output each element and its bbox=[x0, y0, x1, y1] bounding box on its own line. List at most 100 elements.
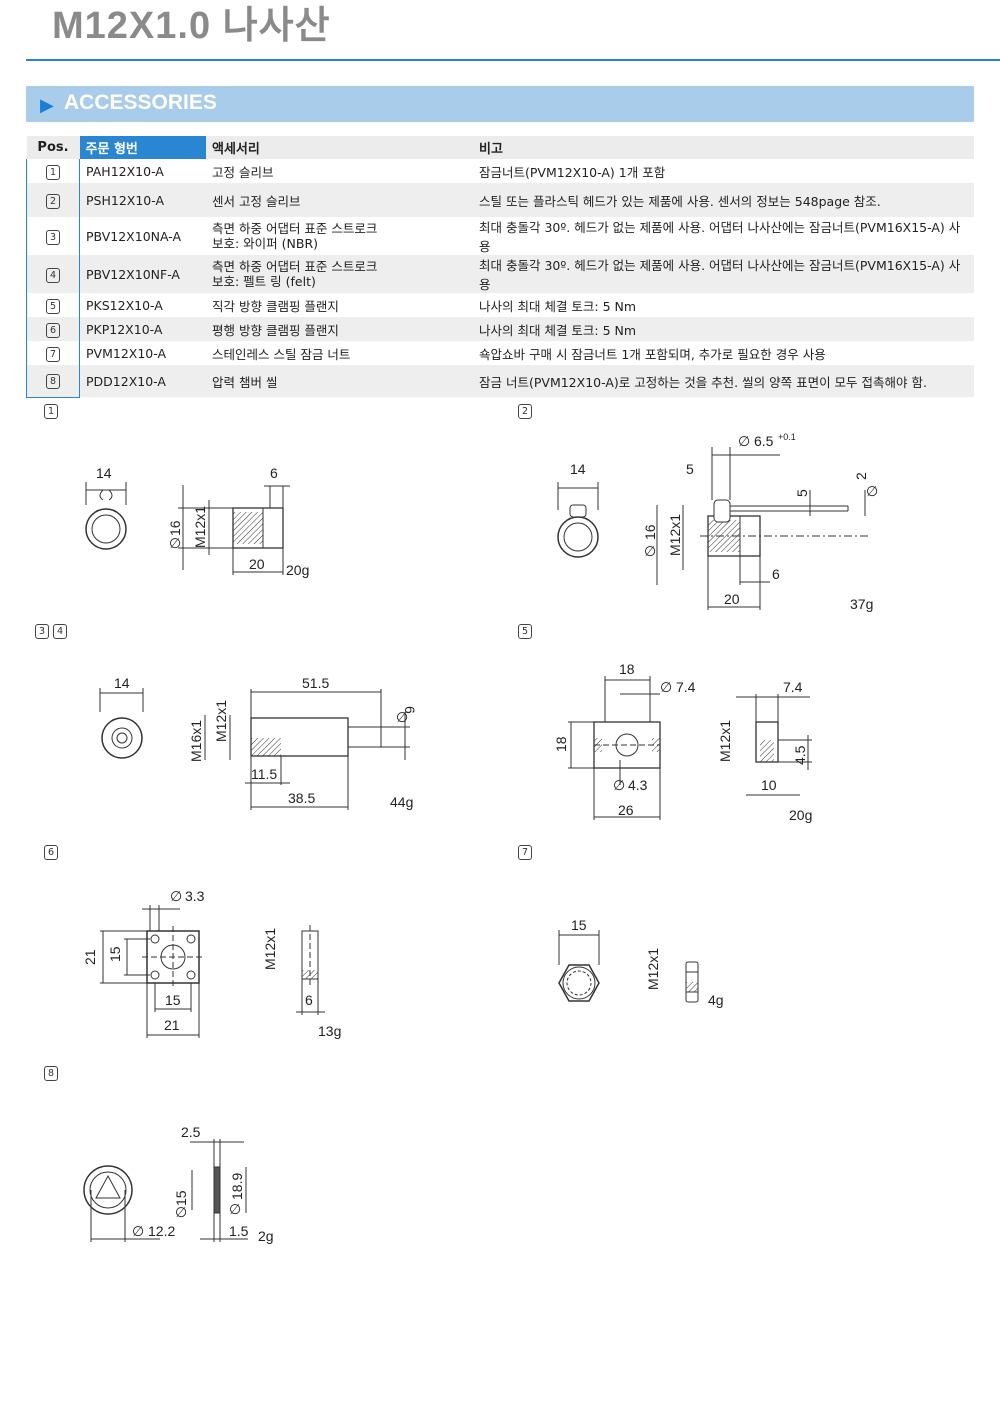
weight-text: 4g bbox=[708, 992, 724, 1008]
accessories-table: Pos. 주문 형번 액세서리 비고 1 PAH12X10-A 고정 슬리브 잠… bbox=[26, 136, 974, 398]
dim-text: 15 bbox=[165, 992, 181, 1008]
pos-number: 1 bbox=[46, 164, 60, 180]
pos-number: 4 bbox=[46, 267, 60, 283]
diameter-icon: ∅ bbox=[132, 1223, 144, 1239]
drawing-2 bbox=[557, 447, 870, 610]
note: 최대 충돌각 30º. 헤드가 없는 제품에 사용. 어댑터 나사산에는 잠금너… bbox=[473, 255, 974, 293]
dim-text: 18 bbox=[619, 661, 635, 677]
drawing-8 bbox=[83, 1139, 248, 1242]
dim-text: 2 bbox=[853, 472, 869, 480]
order-code: PKS12X10-A bbox=[86, 297, 163, 313]
weight-text: 44g bbox=[390, 794, 413, 810]
accessory-name: 스테인레스 스틸 잠금 너트 bbox=[212, 346, 351, 362]
dim-text: M12x1 bbox=[717, 720, 733, 762]
dim-text: M12x1 bbox=[213, 700, 229, 742]
figure-label-8: 8 bbox=[44, 1066, 58, 1081]
diameter-icon: ∅ bbox=[175, 1204, 187, 1220]
table-row: 5 PKS12X10-A 직각 방향 클램핑 플랜지 나사의 최대 체결 토크:… bbox=[26, 293, 974, 317]
figure-label-1: 1 bbox=[44, 404, 58, 419]
accessory-name: 고정 슬리브 bbox=[212, 164, 274, 180]
pos-number: 3 bbox=[46, 229, 60, 245]
dimension-labels: 14 6 M12x1 ∅ 16 20 20g ∅ 6.5 +0.1 14 5 5… bbox=[82, 432, 878, 1244]
order-code: PBV12X10NF-A bbox=[79, 255, 206, 293]
accessory-name: 측면 하중 어댑터 표준 스트로크 bbox=[212, 221, 378, 236]
accessory-protection: 보호: 펠트 링 (felt) bbox=[212, 274, 316, 289]
pos-number: 8 bbox=[46, 374, 60, 390]
diameter-icon: ∅ bbox=[866, 483, 878, 499]
dim-text: 12.2 bbox=[148, 1223, 175, 1239]
dim-text: 1.5 bbox=[229, 1223, 249, 1239]
dim-text: 6 bbox=[305, 992, 313, 1008]
dim-text: 6 bbox=[270, 465, 278, 481]
accessory-name: 직각 방향 클램핑 플랜지 bbox=[212, 298, 339, 314]
dim-tolerance: +0.1 bbox=[778, 432, 796, 442]
dim-text: 38.5 bbox=[288, 790, 315, 806]
drawing-1 bbox=[85, 482, 290, 575]
drawing-6 bbox=[100, 905, 325, 1038]
figure-label-3: 3 bbox=[35, 624, 49, 639]
note: 쇽압쇼바 구매 시 잠금너트 1개 포함되며, 추가로 필요한 경우 사용 bbox=[479, 346, 826, 362]
note: 나사의 최대 체결 토크: 5 Nm bbox=[473, 317, 974, 341]
note: 잠금 너트(PVM12X10-A)로 고정하는 것을 추천. 씰의 양쪽 표면이… bbox=[473, 365, 974, 397]
dim-text: M12x1 bbox=[192, 506, 208, 548]
diameter-icon: ∅ bbox=[229, 1201, 241, 1217]
dim-text: 6 bbox=[772, 566, 780, 582]
drawing-5 bbox=[568, 676, 812, 820]
dim-text: M12x1 bbox=[667, 514, 683, 556]
dim-text: 10 bbox=[761, 777, 777, 793]
dim-text: 18 bbox=[553, 736, 569, 752]
dim-text: 18.9 bbox=[229, 1173, 245, 1200]
table-row: 1 PAH12X10-A 고정 슬리브 잠금너트(PVM12X10-A) 1개 … bbox=[26, 159, 974, 183]
weight-text: 37g bbox=[850, 596, 873, 612]
section-header: ▶ ACCESSORIES bbox=[26, 86, 974, 122]
accessory-name: 평행 방향 클램핑 플랜지 bbox=[206, 317, 473, 341]
figure-label-4: 4 bbox=[53, 624, 67, 639]
dim-text: 21 bbox=[164, 1017, 180, 1033]
pos-number: 6 bbox=[46, 322, 60, 338]
drawing-3-4 bbox=[99, 688, 410, 810]
diameter-icon: ∅ bbox=[613, 777, 625, 793]
figure-label-5: 5 bbox=[518, 624, 532, 639]
dim-text: 6.5 bbox=[754, 433, 774, 449]
pos-number: 5 bbox=[46, 298, 60, 314]
dim-text: 7.4 bbox=[676, 679, 696, 695]
title-rule bbox=[26, 59, 1000, 61]
dim-text: 5 bbox=[794, 489, 810, 497]
dim-text: 26 bbox=[618, 802, 634, 818]
weight-text: 20g bbox=[789, 807, 812, 823]
header-code: 주문 형번 bbox=[79, 136, 206, 159]
dim-text: 3.3 bbox=[185, 888, 205, 904]
dim-text: 14 bbox=[114, 675, 130, 691]
diameter-icon: ∅ bbox=[644, 543, 656, 559]
dim-text: 20 bbox=[249, 556, 265, 572]
dim-text: 16 bbox=[167, 520, 183, 536]
section-title: ACCESSORIES bbox=[64, 91, 217, 114]
figure-label-7: 7 bbox=[518, 845, 532, 860]
weight-text: 13g bbox=[318, 1023, 341, 1039]
pos-number: 7 bbox=[46, 346, 60, 362]
dim-text: 14 bbox=[570, 461, 586, 477]
order-code: PKP12X10-A bbox=[79, 317, 206, 341]
table-row: 7 PVM12X10-A 스테인레스 스틸 잠금 너트 쇽압쇼바 구매 시 잠금… bbox=[26, 341, 974, 365]
diameter-icon: ∅ bbox=[660, 679, 672, 695]
weight-text: 20g bbox=[286, 562, 309, 578]
dim-text: 11.5 bbox=[251, 766, 277, 782]
accessory-name: 측면 하중 어댑터 표준 스트로크 bbox=[212, 259, 378, 274]
header-pos: Pos. bbox=[26, 136, 80, 159]
figure-label-6: 6 bbox=[44, 845, 58, 860]
dim-text: M16x1 bbox=[188, 720, 204, 762]
dim-text: M12x1 bbox=[645, 948, 661, 990]
dim-text: M12x1 bbox=[262, 928, 278, 970]
dim-text: 5 bbox=[686, 461, 694, 477]
order-code: PAH12X10-A bbox=[86, 163, 164, 179]
dim-text: 15 bbox=[173, 1190, 189, 1206]
drawing-7 bbox=[558, 930, 699, 1003]
accessory-name: 센서 고정 슬리브 bbox=[206, 183, 473, 217]
dim-text: 51.5 bbox=[302, 675, 329, 691]
table-row: 6 PKP12X10-A 평행 방향 클램핑 플랜지 나사의 최대 체결 토크:… bbox=[26, 317, 974, 341]
dim-text: 4.3 bbox=[628, 777, 648, 793]
diameter-icon: ∅ bbox=[396, 709, 408, 725]
dim-text: 20 bbox=[724, 591, 740, 607]
header-note: 비고 bbox=[473, 136, 974, 159]
